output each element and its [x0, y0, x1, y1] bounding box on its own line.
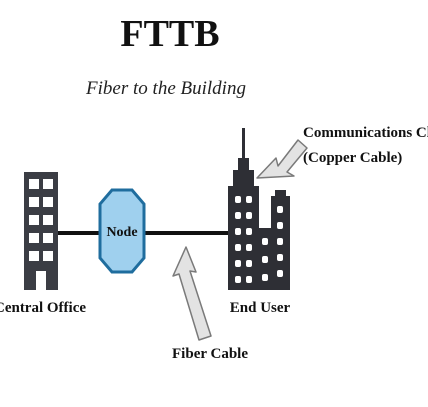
- comm-closet-pointer-arrow: [256, 139, 308, 179]
- central-office-label: Central Office: [0, 300, 86, 316]
- skyscraper-icon: [228, 128, 290, 290]
- end-user-label: End User: [230, 300, 291, 316]
- comm-closet-label-line1: Communications Closet: [303, 125, 428, 141]
- diagram-subtitle: Fiber to the Building: [85, 78, 246, 99]
- diagram-title: FTTB: [120, 13, 219, 55]
- fiber-cable-pointer-arrow: [172, 246, 212, 341]
- node-label: Node: [106, 225, 137, 240]
- octagon-node-icon: [98, 188, 146, 274]
- comm-closet-label-line2: (Copper Cable): [303, 150, 402, 166]
- central-office-icon: [24, 172, 58, 290]
- fiber-cable-label: Fiber Cable: [172, 346, 248, 362]
